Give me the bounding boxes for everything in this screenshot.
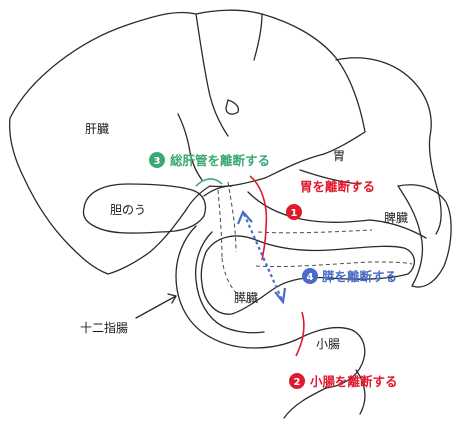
gallbladder-label: 胆のう [110, 203, 146, 217]
step-3-badge [149, 152, 165, 168]
pancreas-label: 膵臓 [234, 291, 258, 305]
spleen-drawing [397, 184, 452, 288]
spleen-label: 脾臓 [384, 210, 408, 225]
step-4-label: 膵を離断する [322, 269, 397, 284]
liver-drawing [8, 9, 366, 275]
svg-text:4: 4 [307, 272, 314, 283]
stomach-cut-line [249, 175, 268, 261]
bile-duct-cut-line [195, 178, 223, 187]
small-intestine-label: 小腸 [316, 337, 340, 351]
step-4-callout: 4 膵を離断する [302, 268, 397, 284]
gallbladder-drawing [82, 183, 233, 234]
step-4-badge [302, 268, 318, 284]
step-2-callout: 2 小腸を離断する [289, 373, 398, 389]
step-1-label: 胃を離断する [300, 179, 375, 194]
internal-ducts [217, 181, 413, 303]
liver-label: 肝臓 [85, 122, 109, 136]
svg-text:1: 1 [291, 208, 298, 219]
duodenum-pointer [135, 293, 177, 319]
step-2-label: 小腸を離断する [309, 374, 398, 389]
pancreas-cut-line [236, 209, 287, 305]
duodenum-label: 十二指腸 [80, 320, 128, 335]
stomach-label: 胃 [333, 149, 345, 163]
duodenum-drawing [175, 225, 366, 419]
step-2-badge [289, 373, 305, 389]
stomach-drawing [247, 57, 442, 239]
step-3-callout: 3 総肝管を離断する [149, 152, 270, 168]
step-1-badge [286, 204, 302, 220]
small-intestine-cut-line [295, 311, 305, 357]
step-1-callout: 胃を離断する 1 [286, 179, 375, 220]
svg-text:3: 3 [154, 156, 161, 167]
pancreas-drawing [200, 235, 415, 315]
svg-text:2: 2 [294, 377, 301, 388]
step-3-label: 総肝管を離断する [170, 153, 270, 168]
